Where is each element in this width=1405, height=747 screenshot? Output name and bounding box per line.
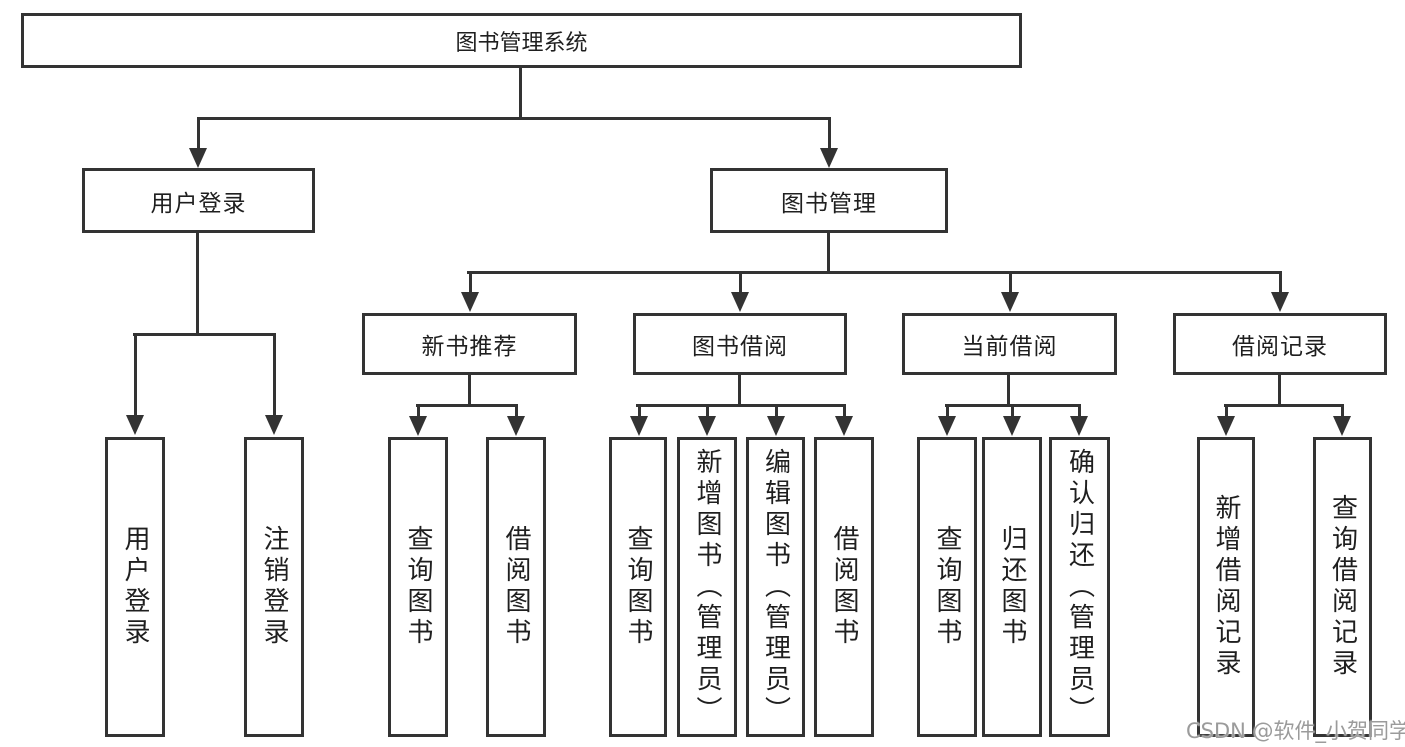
arrowhead-icon [938,416,956,436]
arrow-to-return-books [1003,404,1021,436]
arrow-to-new-book-recommend [461,271,479,312]
arrowhead-icon [1217,416,1235,436]
arrowhead-icon [265,415,283,435]
node-book-borrow: 图书借阅 [633,313,847,375]
arrowhead-icon [820,148,838,168]
leaf-add-books-admin: 新增图书（管理员） [677,437,737,737]
node-current-borrow: 当前借阅 [902,313,1117,375]
arrowhead-icon [409,416,427,436]
arrowhead-icon [698,416,716,436]
arrow-to-borrow-query [630,404,648,436]
arrow-to-leaf-logout [265,333,283,435]
arrow-to-user-login [189,117,207,168]
arrow-to-current-query [938,404,956,436]
node-book-management: 图书管理 [710,168,948,233]
leaf-recommend-borrow-books: 借阅图书 [486,437,546,737]
connector-book-rail [467,271,1281,274]
leaf-logout: 注销登录 [244,437,304,737]
arrowhead-icon [189,148,207,168]
connector-current-stem [1007,375,1010,406]
arrow-to-current-borrow [1001,271,1019,312]
connector-root-stem [519,68,522,120]
arrowhead-icon [1333,416,1351,436]
connector-recommend-rail [416,404,518,407]
connector-records-stem [1278,375,1281,406]
arrow-to-leaf-user-login [126,333,144,435]
arrowhead-icon [461,292,479,312]
node-new-book-recommend: 新书推荐 [362,313,577,375]
arrowhead-icon [1070,416,1088,436]
node-borrow-records: 借阅记录 [1173,313,1387,375]
leaf-recommend-query-books: 查询图书 [388,437,448,737]
arrowhead-icon [835,416,853,436]
arrow-to-borrow-records [1271,271,1289,312]
arrow-to-add-books [698,404,716,436]
connector-records-rail [1224,404,1344,407]
node-root: 图书管理系统 [21,13,1022,68]
arrow-to-add-record [1217,404,1235,436]
arrowhead-icon [507,416,525,436]
arrowhead-icon [1271,292,1289,312]
arrow-to-confirm-return [1070,404,1088,436]
arrowhead-icon [731,292,749,312]
leaf-return-books: 归还图书 [982,437,1042,737]
arrowhead-icon [126,415,144,435]
arrow-to-query-record [1333,404,1351,436]
leaf-confirm-return-admin: 确认归还（管理员） [1049,437,1110,737]
connector-borrow-stem [738,375,741,406]
leaf-current-query-books: 查询图书 [917,437,977,737]
connector-borrow-rail [636,404,846,407]
leaf-query-borrow-record: 查询借阅记录 [1313,437,1372,737]
arrowhead-icon [767,416,785,436]
arrow-to-recommend-query [409,404,427,436]
connector-recommend-stem [468,375,471,406]
connector-level1-rail [197,117,831,120]
arrow-to-book-borrow [731,271,749,312]
connector-user-stem [196,233,199,333]
arrowhead-icon [1001,292,1019,312]
arrowhead-icon [630,416,648,436]
leaf-borrow-books: 借阅图书 [814,437,874,737]
leaf-borrow-query-books: 查询图书 [609,437,667,737]
arrow-to-book-management [820,117,838,168]
csdn-watermark: CSDN @软件_小贺同学 [1186,719,1405,743]
arrow-to-edit-books [767,404,785,436]
leaf-edit-books-admin: 编辑图书（管理员） [746,437,805,737]
node-user-login: 用户登录 [82,168,315,233]
leaf-add-borrow-record: 新增借阅记录 [1197,437,1255,737]
arrowhead-icon [1003,416,1021,436]
leaf-user-login: 用户登录 [105,437,165,737]
connector-user-rail [133,333,276,336]
arrow-to-recommend-borrow [507,404,525,436]
arrow-to-borrow-books [835,404,853,436]
connector-book-stem [827,233,830,273]
